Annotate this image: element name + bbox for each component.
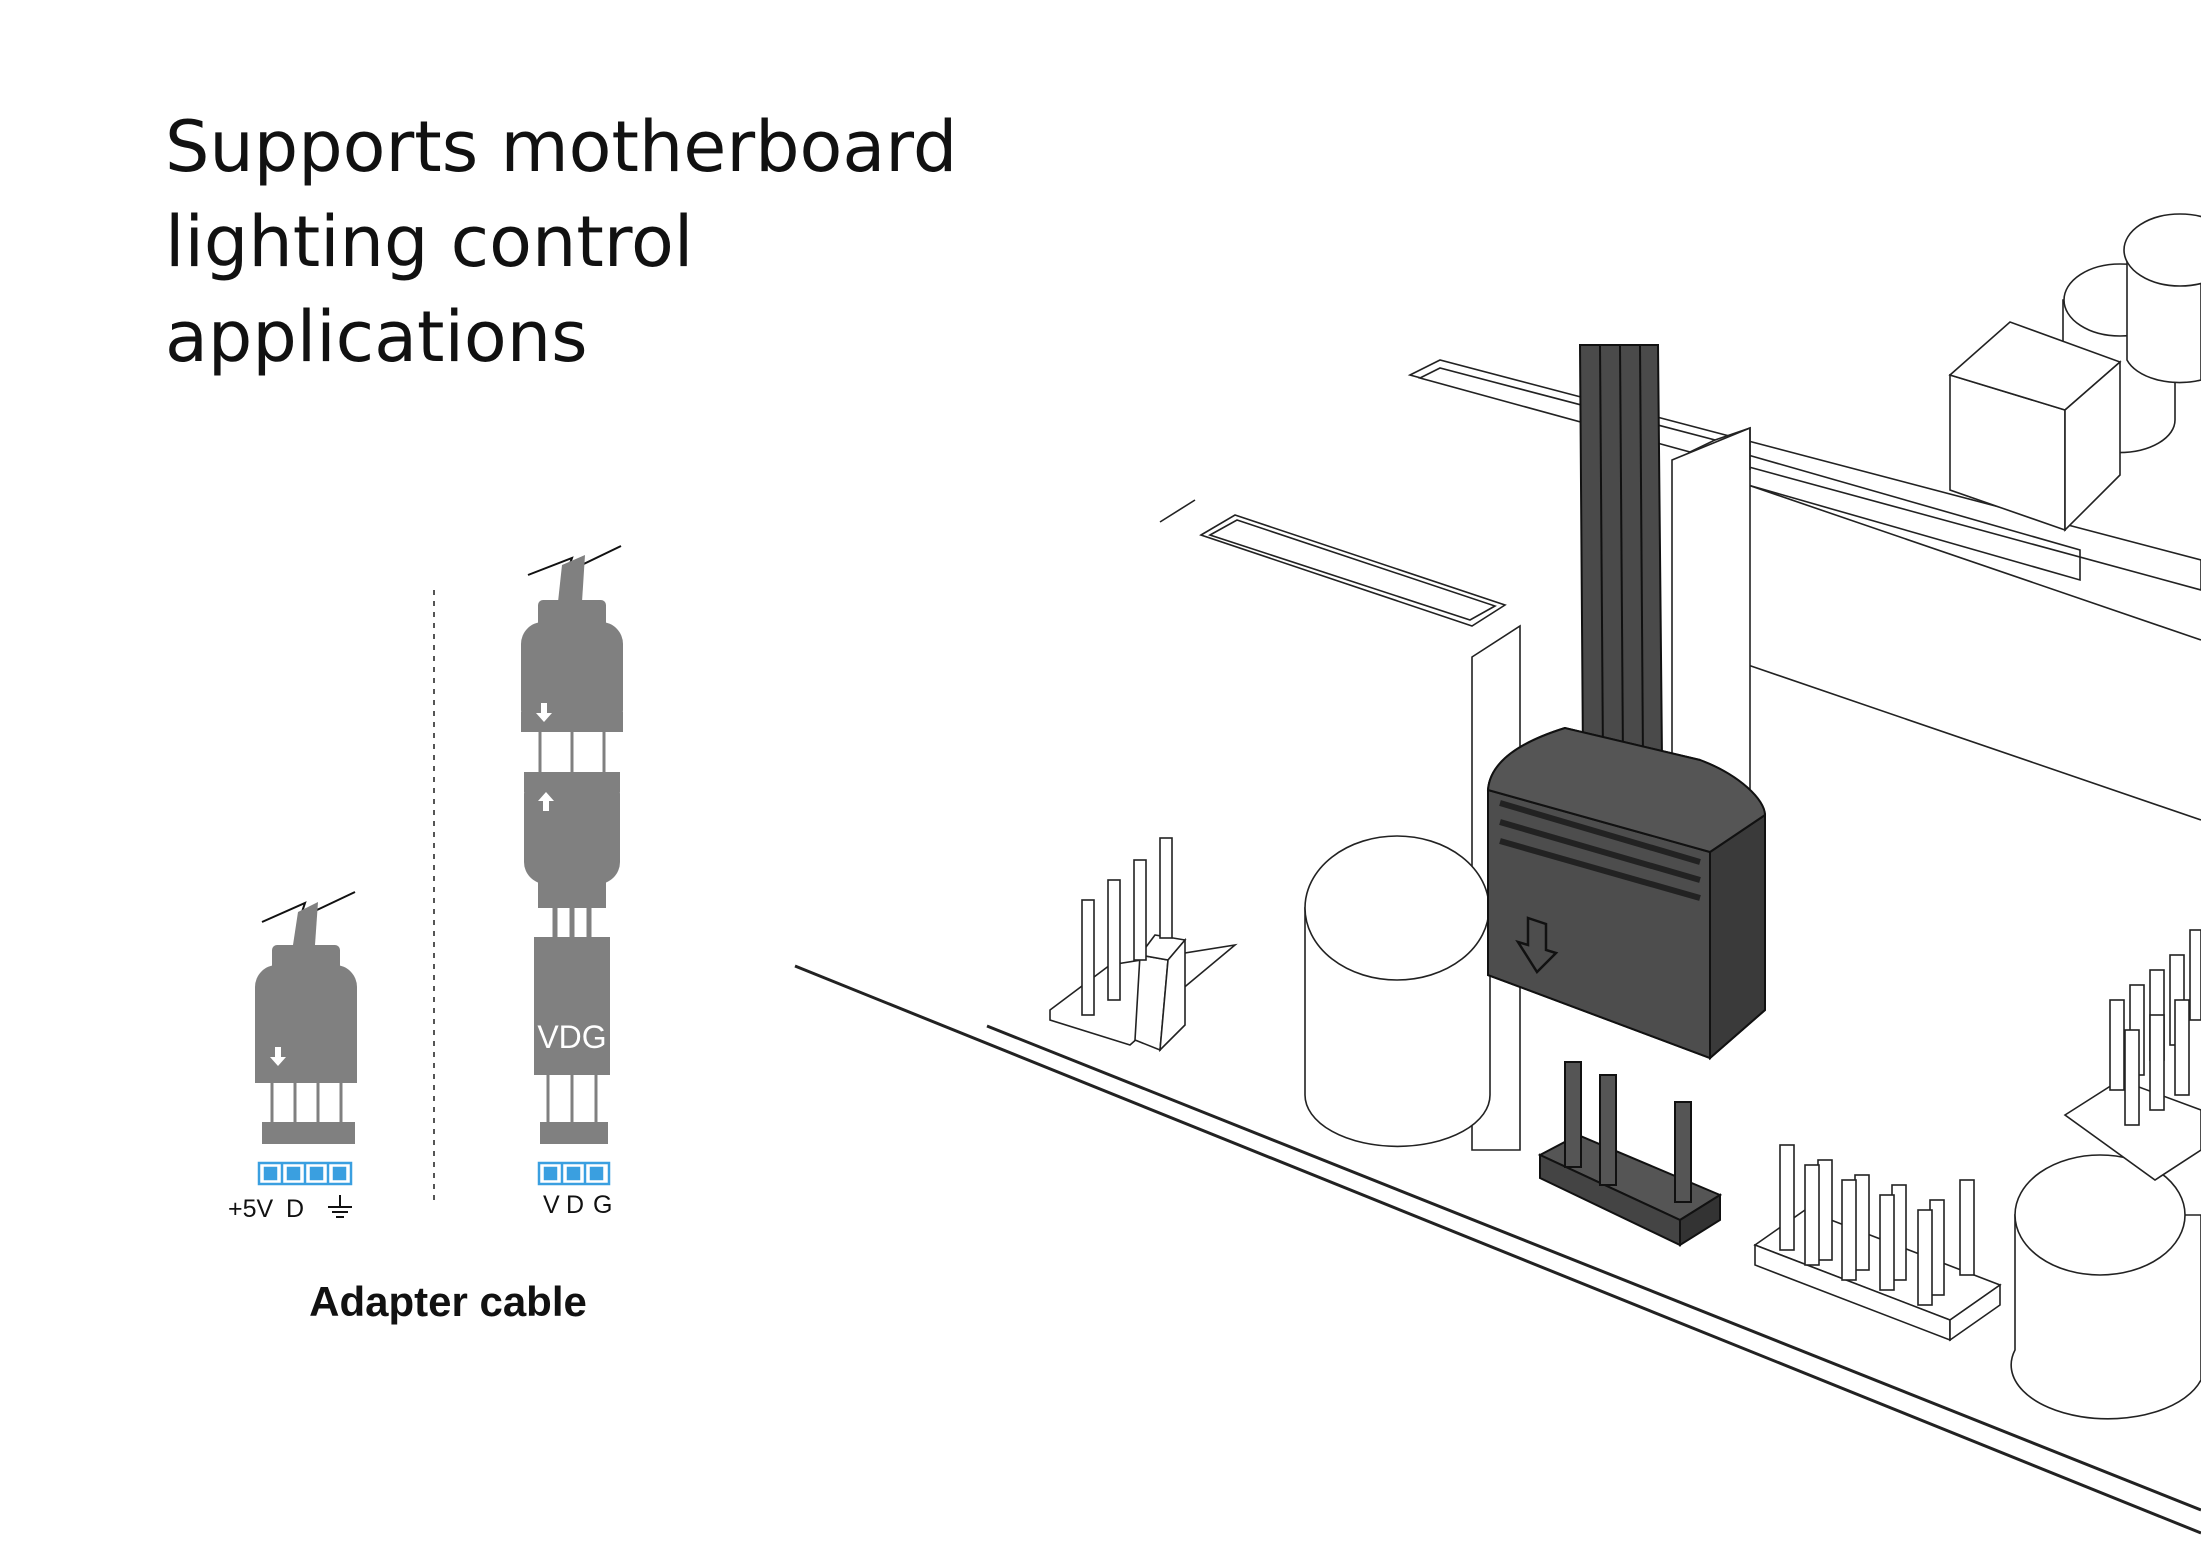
right-pin-label-g: G — [593, 1191, 612, 1219]
header-right-edge — [2063, 929, 2201, 1181]
right-vdg-block — [534, 937, 610, 1075]
motherboard-illustration — [794, 213, 2201, 1535]
headline: Supports motherboard lighting control ap… — [165, 100, 957, 385]
wall-right — [1671, 426, 1751, 801]
board-3pin-header — [1537, 1061, 1723, 1247]
right-pin-label-d: D — [566, 1191, 584, 1219]
board-edge-inner — [986, 1024, 2201, 1512]
right-arrow-up-icon — [538, 792, 554, 811]
capacitor-large — [1304, 835, 1491, 1148]
capacitor-top-right-2 — [2123, 213, 2201, 384]
left-cable — [293, 902, 318, 945]
ground-icon — [328, 1195, 352, 1218]
board-rgb-plug — [1486, 344, 1767, 1061]
right-vdg-label: VDG — [537, 1019, 606, 1055]
left-arrow-down-icon — [270, 1047, 286, 1066]
left-pin-header — [257, 1161, 353, 1186]
header-4pin-left — [1049, 837, 1238, 1053]
caption-adapter-cable: Adapter cable — [309, 1278, 587, 1325]
right-pin-label-v: V — [543, 1191, 560, 1219]
plug-arrow-down-icon — [1515, 916, 1559, 974]
left-pin-label-5v: +5V — [228, 1195, 274, 1223]
capacitor-bottom-right — [2010, 1154, 2201, 1420]
right-arrow-down-icon — [536, 703, 552, 722]
left-connector: +5V D — [228, 891, 357, 1223]
board-edge-outer — [794, 964, 2201, 1535]
header-9pin-bottom — [1753, 1144, 2002, 1342]
right-connector: VDG V D G — [521, 545, 623, 1219]
right-pin-header — [537, 1161, 611, 1186]
headline-line-3: applications — [165, 296, 588, 378]
headline-line-1: Supports motherboard — [165, 106, 958, 188]
left-pin-label-d: D — [286, 1195, 304, 1223]
headline-line-2: lighting control — [165, 201, 694, 283]
component-cube — [1948, 321, 2122, 532]
right-cable — [558, 555, 585, 602]
